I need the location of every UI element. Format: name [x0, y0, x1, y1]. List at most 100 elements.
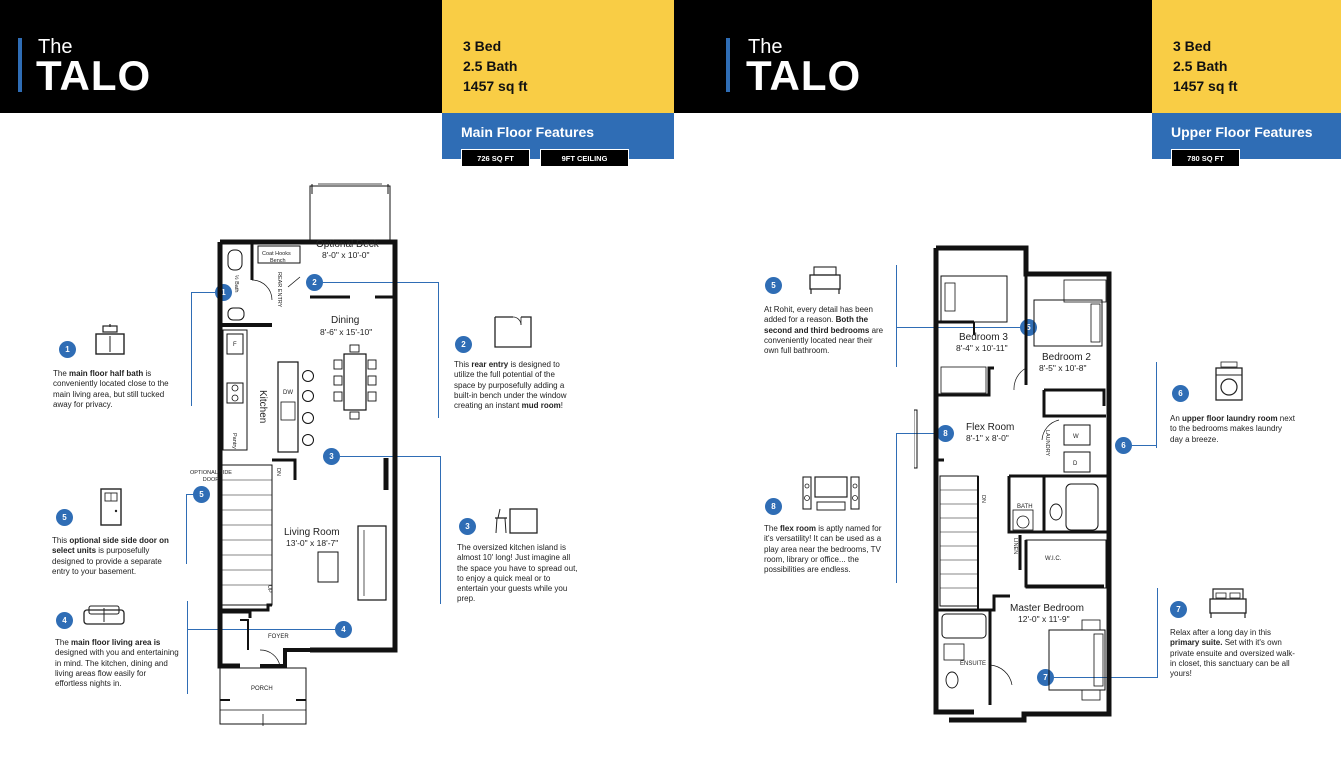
accent-bar — [726, 38, 730, 92]
leader-line — [187, 629, 335, 630]
feature-5-text: This optional side side door on select u… — [52, 536, 169, 576]
feature-8-text: The flex room is aptly named for it's ve… — [764, 524, 882, 575]
plan-marker-7: 7 — [1037, 669, 1054, 686]
leader-line — [896, 433, 897, 583]
plan-marker-5: 5 — [1020, 319, 1037, 336]
feature-6-text: An upper floor laundry room next to the … — [1170, 414, 1295, 444]
upper-floor-panel: The TALO 3 Bed 2.5 Bath 1457 sq ft Upper… — [674, 0, 1341, 768]
fridge-label: F — [233, 342, 237, 348]
deck-dim: 8'-0" x 10'-0" — [322, 250, 370, 260]
pantry-label: Pantry — [231, 433, 237, 449]
porch-label: PORCH — [251, 686, 273, 692]
accent-bar — [18, 38, 22, 92]
header-bar: The TALO — [674, 0, 1152, 113]
leader-line — [323, 282, 438, 283]
bath-label: BATH — [1017, 504, 1033, 510]
feature-number: 5 — [56, 509, 73, 526]
linen-label: LINEN — [1012, 538, 1018, 554]
leader-line — [440, 456, 441, 604]
leader-line — [191, 292, 192, 406]
feature-number: 2 — [455, 336, 472, 353]
kitchen-label: Kitchen — [257, 390, 268, 423]
feature-number: 8 — [765, 498, 782, 515]
bedroom-2-dim: 8'-5" x 10'-8" — [1039, 363, 1087, 373]
feature-number: 1 — [59, 341, 76, 358]
sqft: 1457 sq ft — [1173, 78, 1238, 94]
plan-marker-3: 3 — [323, 448, 340, 465]
feature-number: 7 — [1170, 601, 1187, 618]
floorplan-icon — [494, 316, 532, 348]
door-icon — [100, 488, 122, 526]
leader-line — [186, 494, 194, 495]
title-prefix: The — [748, 36, 783, 58]
header-bar: The TALO — [0, 0, 442, 113]
washing-machine-icon — [1215, 361, 1243, 401]
bedroom-3-label: Bedroom 3 — [959, 332, 1008, 343]
plan-marker-2: 2 — [306, 274, 323, 291]
rear-entry-label: REAR ENTRY — [276, 272, 282, 308]
master-bedroom-label: Master Bedroom — [1010, 603, 1084, 614]
washer-label: W — [1073, 434, 1079, 440]
model-name: TALO — [746, 52, 862, 99]
living-dim: 13'-0" x 18'-7" — [286, 538, 338, 548]
feature-3-text: The oversized kitchen island is almost 1… — [457, 543, 578, 604]
main-floor-plan: Optional Deck 8'-0" x 10'-0" Coat Hooks … — [217, 183, 398, 726]
features-title: Main Floor Features — [461, 124, 595, 140]
dryer-label: D — [1073, 461, 1078, 467]
leader-line — [340, 456, 440, 457]
living-label: Living Room — [284, 527, 340, 538]
feature-number: 6 — [1172, 385, 1189, 402]
baths: 2.5 Bath — [1173, 58, 1228, 74]
dining-label: Dining — [331, 315, 359, 326]
model-name: TALO — [36, 52, 152, 99]
features-title: Upper Floor Features — [1171, 124, 1313, 140]
feature-number: 4 — [56, 612, 73, 629]
leader-line — [187, 601, 188, 694]
dw-label: DW — [283, 390, 293, 396]
feature-number: 5 — [765, 277, 782, 294]
feature-7-text: Relax after a long day in this primary s… — [1170, 628, 1295, 679]
upper-floor-plan: Bedroom 3 8'-4" x 10'-11" Bedroom 2 8'-5… — [914, 245, 1112, 723]
ceiling-chip: 9FT CEILING — [540, 149, 629, 167]
master-bedroom-dim: 12'-0" x 11'-9" — [1018, 614, 1070, 624]
specs-box: 3 Bed 2.5 Bath 1457 sq ft — [1152, 0, 1341, 113]
dining-dim: 8'-6" x 15'-10" — [320, 327, 372, 337]
up-label: UP — [266, 585, 272, 593]
leader-line — [186, 494, 187, 564]
sqft-chip: 780 SQ FT — [1171, 149, 1240, 167]
feature-number: 3 — [459, 518, 476, 535]
deck-label: Optional Deck — [316, 239, 380, 250]
baths: 2.5 Bath — [463, 58, 518, 74]
sqft: 1457 sq ft — [463, 78, 528, 94]
plan-marker-8: 8 — [937, 425, 954, 442]
specs-box: 3 Bed 2.5 Bath 1457 sq ft — [442, 0, 674, 113]
coat-hooks-label: Coat Hooks — [262, 251, 291, 257]
foyer-label: FOYER — [268, 634, 289, 640]
feature-5-upper-text: At Rohit, every detail has been added fo… — [764, 305, 884, 356]
beds: 3 Bed — [463, 38, 502, 54]
dn-label: DN — [980, 495, 986, 503]
leader-line — [438, 282, 439, 418]
title-prefix: The — [38, 36, 73, 58]
dn-label: DN — [275, 468, 281, 476]
bench-label: Bench — [270, 258, 286, 264]
kitchen-island-stool-icon — [495, 508, 538, 534]
flex-room-label: Flex Room — [966, 422, 1014, 433]
plan-marker-4: 4 — [335, 621, 352, 638]
bedroom-3-dim: 8'-4" x 10'-11" — [956, 343, 1008, 353]
leader-line — [1157, 588, 1158, 678]
main-floor-panel: The TALO 3 Bed 2.5 Bath 1457 sq ft Main … — [0, 0, 674, 768]
deck-outline — [309, 185, 391, 242]
bedroom-2-label: Bedroom 2 — [1042, 352, 1091, 363]
sofa-icon — [83, 605, 125, 625]
double-bed-icon — [1209, 588, 1247, 618]
half-bath-label: ½ Bath — [233, 275, 240, 292]
side-door-label: OPTIONAL SIDE DOOR — [190, 470, 232, 483]
leader-line — [896, 265, 897, 367]
flex-room-dim: 8'-1" x 8'-0" — [966, 433, 1009, 443]
feature-2-text: This rear entry is designed to utilize t… — [454, 360, 567, 411]
tv-entertainment-icon — [802, 476, 860, 511]
bed-icon — [809, 266, 841, 294]
wic-label: W.I.C. — [1045, 556, 1062, 562]
feature-4-text: The main floor living area is designed w… — [55, 638, 179, 689]
